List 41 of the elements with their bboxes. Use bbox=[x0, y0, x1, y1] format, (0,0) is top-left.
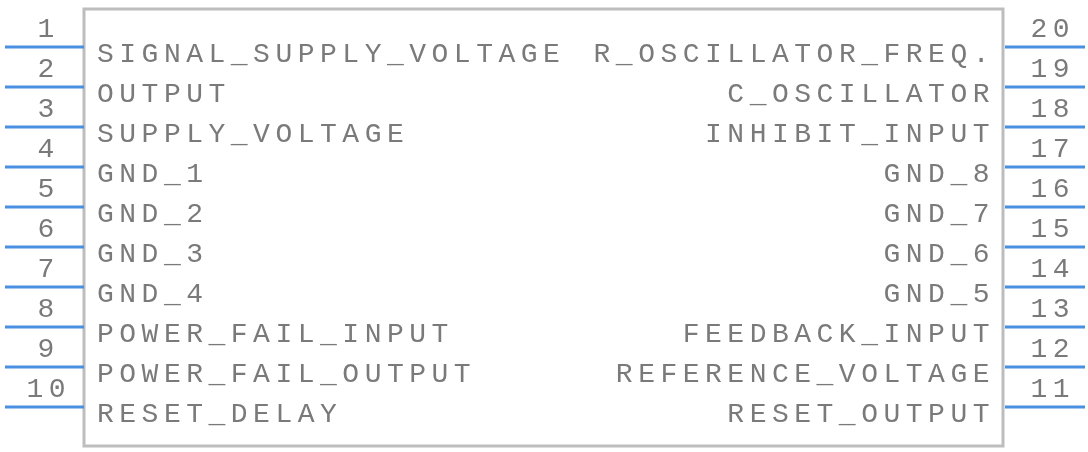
pin-label: RESET_DELAY bbox=[97, 401, 343, 429]
pin-label: INHIBIT_INPUT bbox=[705, 121, 995, 149]
pin-number: 4 bbox=[37, 136, 60, 164]
pin-label: GND_1 bbox=[97, 161, 209, 189]
pin-label: GND_6 bbox=[883, 241, 995, 269]
pin-label: R_OSCILLATOR_FREQ. bbox=[593, 41, 995, 69]
pin-number: 9 bbox=[37, 336, 60, 364]
pin-label: SIGNAL_SUPPLY_VOLTAGE bbox=[97, 41, 566, 69]
pin-number: 2 bbox=[37, 56, 60, 84]
pin-number: 3 bbox=[37, 96, 60, 124]
pin-number: 18 bbox=[1030, 96, 1076, 124]
pin-number: 12 bbox=[1030, 336, 1076, 364]
pin-label: FEEDBACK_INPUT bbox=[682, 321, 995, 349]
pin-number: 13 bbox=[1030, 296, 1076, 324]
pin-label: POWER_FAIL_OUTPUT bbox=[97, 361, 477, 389]
pin-label: POWER_FAIL_INPUT bbox=[97, 321, 454, 349]
pin-number: 17 bbox=[1030, 136, 1076, 164]
pin-label: C_OSCILLATOR bbox=[727, 81, 995, 109]
pin-label: REFERENCE_VOLTAGE bbox=[615, 361, 995, 389]
pin-label: GND_3 bbox=[97, 241, 209, 269]
pin-label: RESET_OUTPUT bbox=[727, 401, 995, 429]
pin-number: 5 bbox=[37, 176, 60, 204]
pin-number: 15 bbox=[1030, 216, 1076, 244]
pin-label: GND_4 bbox=[97, 281, 209, 309]
pin-label: OUTPUT bbox=[97, 81, 231, 109]
pin-label: GND_7 bbox=[883, 201, 995, 229]
pin-label: GND_8 bbox=[883, 161, 995, 189]
pin-number: 8 bbox=[37, 296, 60, 324]
pin-number: 1 bbox=[37, 16, 60, 44]
pin-label: GND_2 bbox=[97, 201, 209, 229]
pin-number: 6 bbox=[37, 216, 60, 244]
pin-number: 14 bbox=[1030, 256, 1076, 284]
pin-number: 20 bbox=[1030, 16, 1076, 44]
pin-number: 19 bbox=[1030, 56, 1076, 84]
pin-number: 11 bbox=[1030, 376, 1076, 404]
ic-body bbox=[82, 7, 1005, 448]
pin-label: GND_5 bbox=[883, 281, 995, 309]
pin-number: 10 bbox=[26, 376, 72, 404]
pin-label: SUPPLY_VOLTAGE bbox=[97, 121, 410, 149]
pin-number: 7 bbox=[37, 256, 60, 284]
pin-number: 16 bbox=[1030, 176, 1076, 204]
